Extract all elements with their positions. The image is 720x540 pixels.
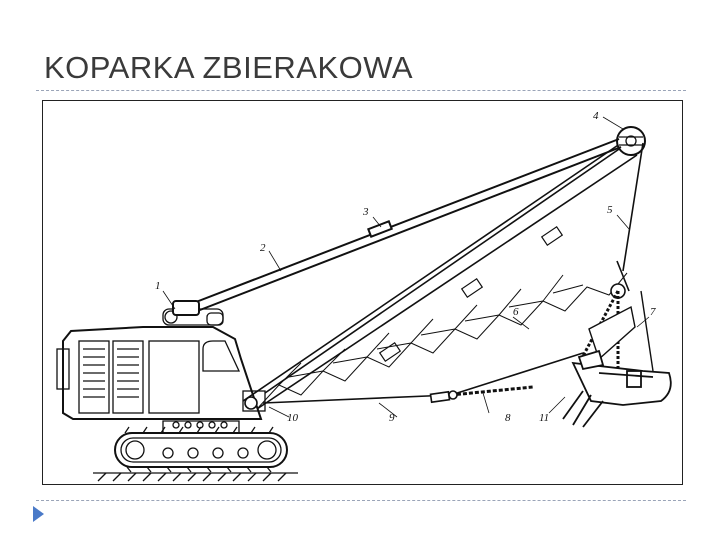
boom-sheave [616,126,646,156]
hoist-rope [581,142,644,379]
machine-house [56,308,266,420]
drag-rope [262,352,584,404]
ground-hatch [93,472,298,482]
callout-9: 9 [389,412,395,424]
dragline-drawing: 1 2 3 4 5 6 7 8 9 10 11 [56,110,672,482]
lattice-boom [242,138,638,410]
dragline-excavator-figure: 1 2 3 4 5 6 7 8 9 10 11 [42,100,683,485]
crawler-track [114,420,288,473]
boom-suspension [172,138,622,316]
callout-4: 4 [593,110,599,122]
callout-10: 10 [287,412,299,424]
dragline-bucket [562,349,672,428]
callout-11: 11 [539,412,549,424]
dump-rope [640,290,654,372]
callout-2: 2 [260,242,266,254]
slide-title: KOPARKA ZBIERAKOWA [44,50,414,85]
callout-5: 5 [607,204,613,216]
callout-6: 6 [513,306,519,318]
callout-3: 3 [362,206,369,218]
bottom-divider [36,500,686,501]
callout-7: 7 [650,306,656,318]
top-divider [36,90,686,91]
leader-lines [162,116,650,418]
callout-1: 1 [155,280,161,292]
triangle-bullet-icon [33,506,44,522]
callout-8: 8 [505,412,511,424]
